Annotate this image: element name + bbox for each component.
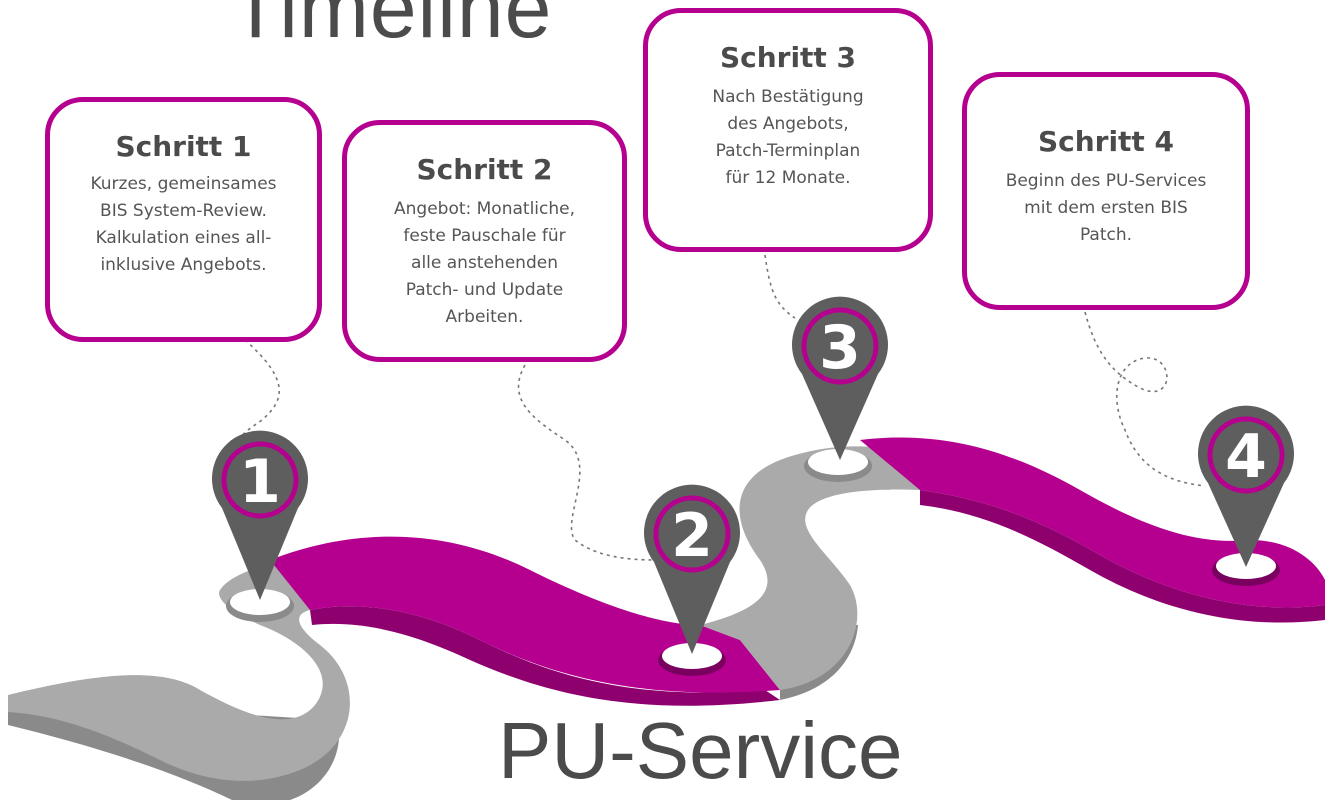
step-text-2: Angebot: Monatliche, feste Pauschale für… <box>361 196 608 331</box>
pin-number-3: 3 <box>819 313 861 383</box>
step-line: Kalkulation eines all- <box>95 228 272 248</box>
step-line: des Angebots, <box>727 114 849 134</box>
map-pin-2-icon: 2 <box>644 484 740 654</box>
pin-number-4: 4 <box>1225 422 1267 492</box>
step-line: mit dem ersten BIS <box>1024 198 1188 218</box>
step-card-3: Schritt 3 Nach Bestätigung des Angebots,… <box>643 8 933 252</box>
step-text-1: Kurzes, gemeinsames BIS System-Review. K… <box>64 171 303 279</box>
page-subtitle: PU-Service <box>498 706 903 795</box>
step-line: Kurzes, gemeinsames <box>90 174 277 194</box>
connector-line-3 <box>764 254 796 319</box>
step-line: Arbeiten. <box>445 307 524 327</box>
map-pin-4-icon: 4 <box>1198 405 1294 567</box>
step-line: Patch-Terminplan <box>715 141 861 161</box>
step-line: BIS System-Review. <box>100 201 267 221</box>
step-line: Patch. <box>1079 225 1133 245</box>
step-line: Beginn des PU-Services <box>1005 171 1207 191</box>
map-pin-3-icon: 3 <box>792 296 888 460</box>
step-card-1: Schritt 1 Kurzes, gemeinsames BIS System… <box>45 97 322 342</box>
step-text-3: Nach Bestätigung des Angebots, Patch-Ter… <box>662 84 914 192</box>
pin-base-3 <box>804 449 872 482</box>
step-line: alle anstehenden <box>411 253 558 273</box>
pin-number-2: 2 <box>671 501 713 571</box>
step-line: für 12 Monate. <box>725 168 851 188</box>
road-segment-magenta-1-side <box>310 606 780 706</box>
road-segment-magenta-2 <box>860 437 1325 608</box>
page-title: Timeline <box>230 0 553 55</box>
road-segment-magenta-1 <box>270 536 780 693</box>
connector-line-1 <box>237 339 280 451</box>
step-card-2: Schritt 2 Angebot: Monatliche, feste Pau… <box>342 120 627 362</box>
step-heading-4: Schritt 4 <box>1037 125 1175 158</box>
step-line: Patch- und Update <box>405 280 564 300</box>
step-heading-1: Schritt 1 <box>115 130 252 163</box>
road-segment-magenta-2-side <box>920 490 1325 623</box>
step-line: inklusive Angebots. <box>100 255 267 275</box>
connector-line-2 <box>517 364 661 561</box>
step-line: Angebot: Monatliche, <box>394 199 575 219</box>
step-heading-3: Schritt 3 <box>719 41 857 74</box>
pin-number-1: 1 <box>239 447 281 517</box>
step-heading-2: Schritt 2 <box>416 153 553 186</box>
pin-base-1 <box>226 589 294 622</box>
connector-line-4 <box>1084 311 1206 487</box>
step-line: feste Pauschale für <box>403 226 566 246</box>
step-line: Nach Bestätigung <box>712 87 864 107</box>
step-text-4: Beginn des PU-Services mit dem ersten BI… <box>981 168 1231 249</box>
road-segment-gray-2 <box>700 446 920 690</box>
pin-base-2 <box>658 643 726 676</box>
map-pin-1-icon: 1 <box>212 430 308 600</box>
step-card-4: Schritt 4 Beginn des PU-Services mit dem… <box>962 72 1250 310</box>
